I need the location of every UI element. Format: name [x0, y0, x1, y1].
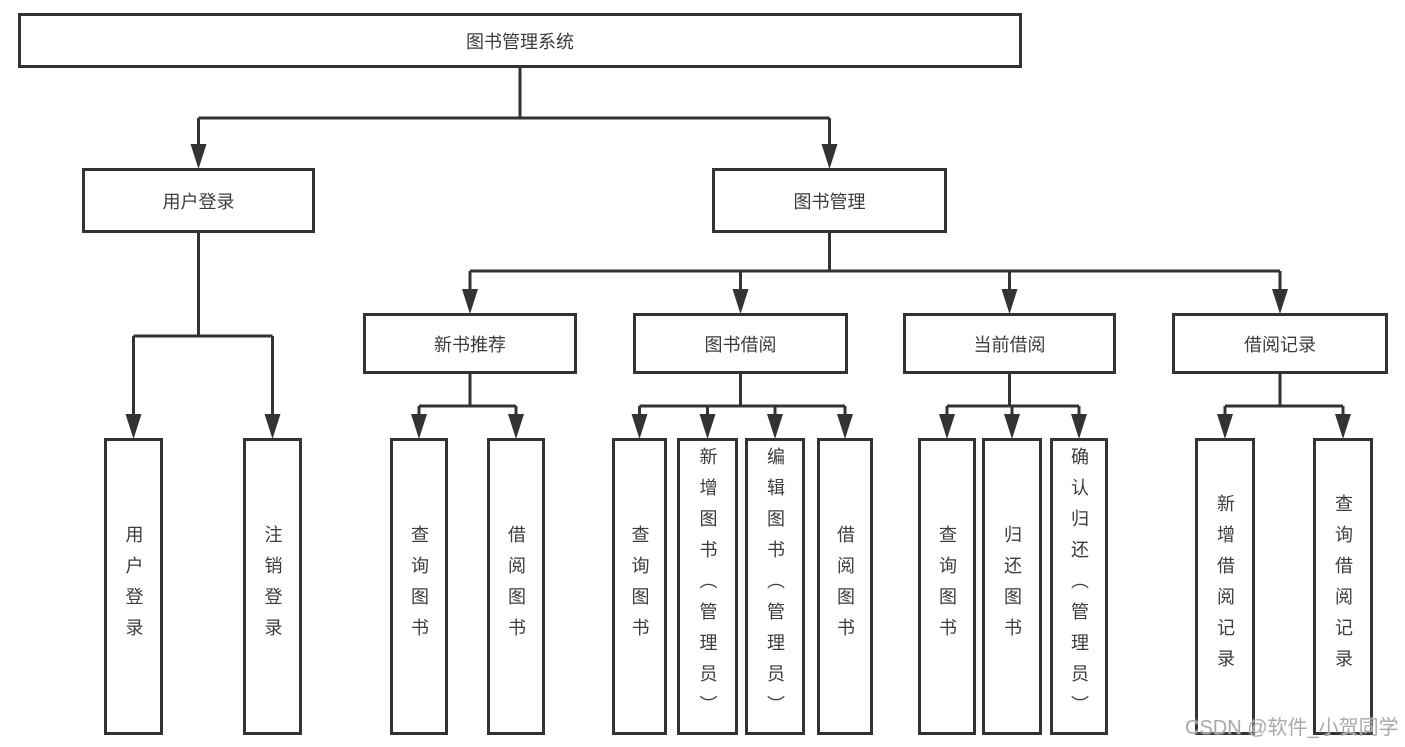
node-label-borrow-books-2: 借阅图书 [835, 524, 855, 649]
node-label-return-book: 归还图书 [1002, 524, 1022, 649]
arrowhead-down-icon [1071, 414, 1087, 439]
node-label-add-borrow-record: 新增借阅记录 [1215, 493, 1235, 680]
node-return-book: 归还图书 [982, 438, 1042, 735]
node-query-books-3: 查询图书 [918, 438, 976, 735]
node-confirm-return-admin: 确认归还（管理员） [1050, 438, 1108, 735]
node-label-query-books-3: 查询图书 [937, 524, 957, 649]
arrowhead-down-icon [264, 414, 281, 439]
arrowhead-down-icon [190, 144, 207, 169]
node-label-book-mgmt: 图书管理 [793, 191, 866, 212]
node-user-login-action: 用户登录 [104, 438, 163, 735]
node-label-borrow-records: 借阅记录 [1244, 334, 1316, 355]
watermark: CSDN @软件_小贺同学 [1185, 717, 1399, 739]
node-add-borrow-record: 新增借阅记录 [1195, 438, 1255, 735]
node-logout-action: 注销登录 [243, 438, 302, 735]
node-query-books-2: 查询图书 [612, 438, 667, 735]
node-current-borrow: 当前借阅 [903, 313, 1116, 374]
node-label-logout-action: 注销登录 [262, 524, 283, 649]
node-label-root: 图书管理系统 [466, 31, 574, 52]
node-query-borrow-record: 查询借阅记录 [1313, 438, 1373, 735]
node-new-book-rec: 新书推荐 [363, 313, 577, 374]
node-label-user-login: 用户登录 [162, 191, 235, 212]
arrowhead-down-icon [125, 414, 142, 439]
node-borrow-books-1: 借阅图书 [487, 438, 545, 735]
arrowhead-down-icon [1217, 414, 1233, 439]
node-user-login: 用户登录 [82, 168, 315, 233]
node-borrow-books-2: 借阅图书 [817, 438, 873, 735]
node-label-user-login-action: 用户登录 [123, 524, 144, 649]
node-label-borrow-books-1: 借阅图书 [506, 524, 526, 649]
node-label-query-books-1: 查询图书 [409, 524, 429, 649]
node-label-query-books-2: 查询图书 [629, 524, 650, 649]
arrowhead-down-icon [767, 414, 783, 439]
node-edit-book-admin: 编辑图书（管理员） [745, 438, 805, 735]
arrowhead-down-icon [939, 414, 955, 439]
node-book-borrow: 图书借阅 [633, 313, 848, 374]
node-query-books-1: 查询图书 [390, 438, 448, 735]
node-root: 图书管理系统 [18, 13, 1022, 68]
arrowhead-down-icon [631, 414, 648, 439]
node-label-add-book-admin: 新增图书（管理员） [697, 447, 718, 726]
arrowhead-down-icon [1001, 289, 1018, 314]
arrowhead-down-icon [1335, 414, 1351, 439]
node-borrow-records: 借阅记录 [1172, 313, 1388, 374]
node-label-new-book-rec: 新书推荐 [434, 334, 506, 355]
arrowhead-down-icon [411, 414, 427, 439]
node-label-confirm-return-admin: 确认归还（管理员） [1069, 447, 1089, 726]
arrowhead-down-icon [508, 414, 524, 439]
node-label-book-borrow: 图书借阅 [704, 334, 777, 355]
node-label-edit-book-admin: 编辑图书（管理员） [765, 447, 785, 726]
arrowhead-down-icon [462, 289, 478, 314]
arrowhead-down-icon [1004, 414, 1020, 439]
node-label-current-borrow: 当前借阅 [973, 334, 1046, 355]
node-book-mgmt: 图书管理 [712, 168, 947, 233]
arrowhead-down-icon [732, 289, 749, 314]
node-add-book-admin: 新增图书（管理员） [677, 438, 738, 735]
arrowhead-down-icon [837, 414, 853, 439]
arrowhead-down-icon [1272, 289, 1288, 314]
arrowhead-down-icon [699, 414, 716, 439]
node-label-query-borrow-record: 查询借阅记录 [1333, 493, 1353, 680]
arrowhead-down-icon [821, 144, 838, 169]
